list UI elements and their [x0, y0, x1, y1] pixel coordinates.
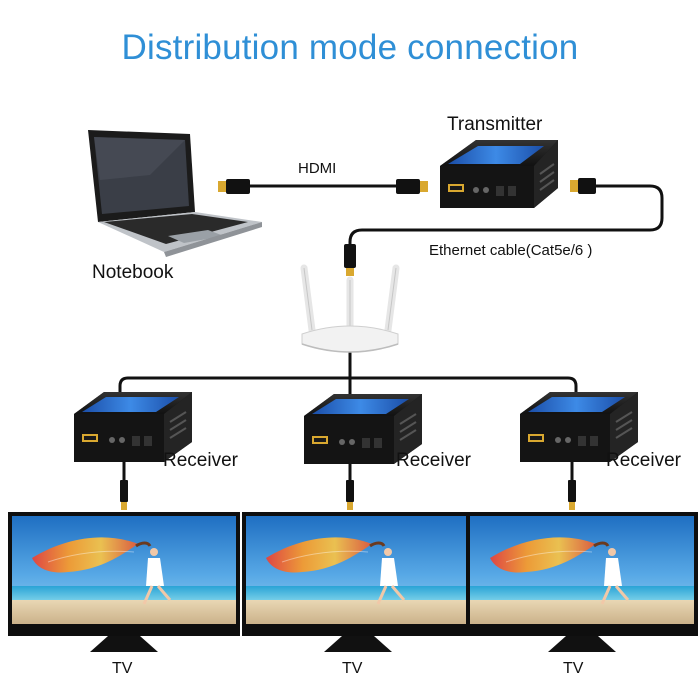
- router-icon: [300, 264, 400, 353]
- tv-label: TV: [563, 660, 584, 677]
- tv-icon: [464, 510, 700, 654]
- ethernet-cable: [348, 184, 664, 262]
- notebook-icon: [88, 130, 262, 257]
- hdmi-plug-icon: [120, 480, 128, 510]
- hdmi-label: HDMI: [298, 160, 337, 177]
- hdmi-plug-icon: [218, 179, 428, 194]
- cables: [118, 184, 664, 480]
- tv-label: TV: [112, 660, 133, 677]
- hdmi-plug-icon: [346, 480, 354, 510]
- receiver-label: Receiver: [606, 450, 681, 471]
- tv-icon: [240, 510, 476, 654]
- rj45-plug-icon: [344, 244, 356, 276]
- notebook-label: Notebook: [92, 262, 174, 283]
- tv-label: TV: [342, 660, 363, 677]
- ethernet-label: Ethernet cable(Cat5e/6 ): [429, 242, 593, 259]
- diagram-title: Distribution mode connection: [121, 28, 579, 67]
- rj45-plug-icon: [570, 178, 596, 194]
- distribution-bus: [118, 376, 578, 392]
- receiver-label: Receiver: [396, 450, 471, 471]
- hdmi-plug-icon: [568, 480, 576, 510]
- receiver-label: Receiver: [163, 450, 238, 471]
- transmitter-label: Transmitter: [447, 114, 543, 135]
- tv-icon: [6, 510, 242, 654]
- transmitter-icon: [440, 140, 558, 208]
